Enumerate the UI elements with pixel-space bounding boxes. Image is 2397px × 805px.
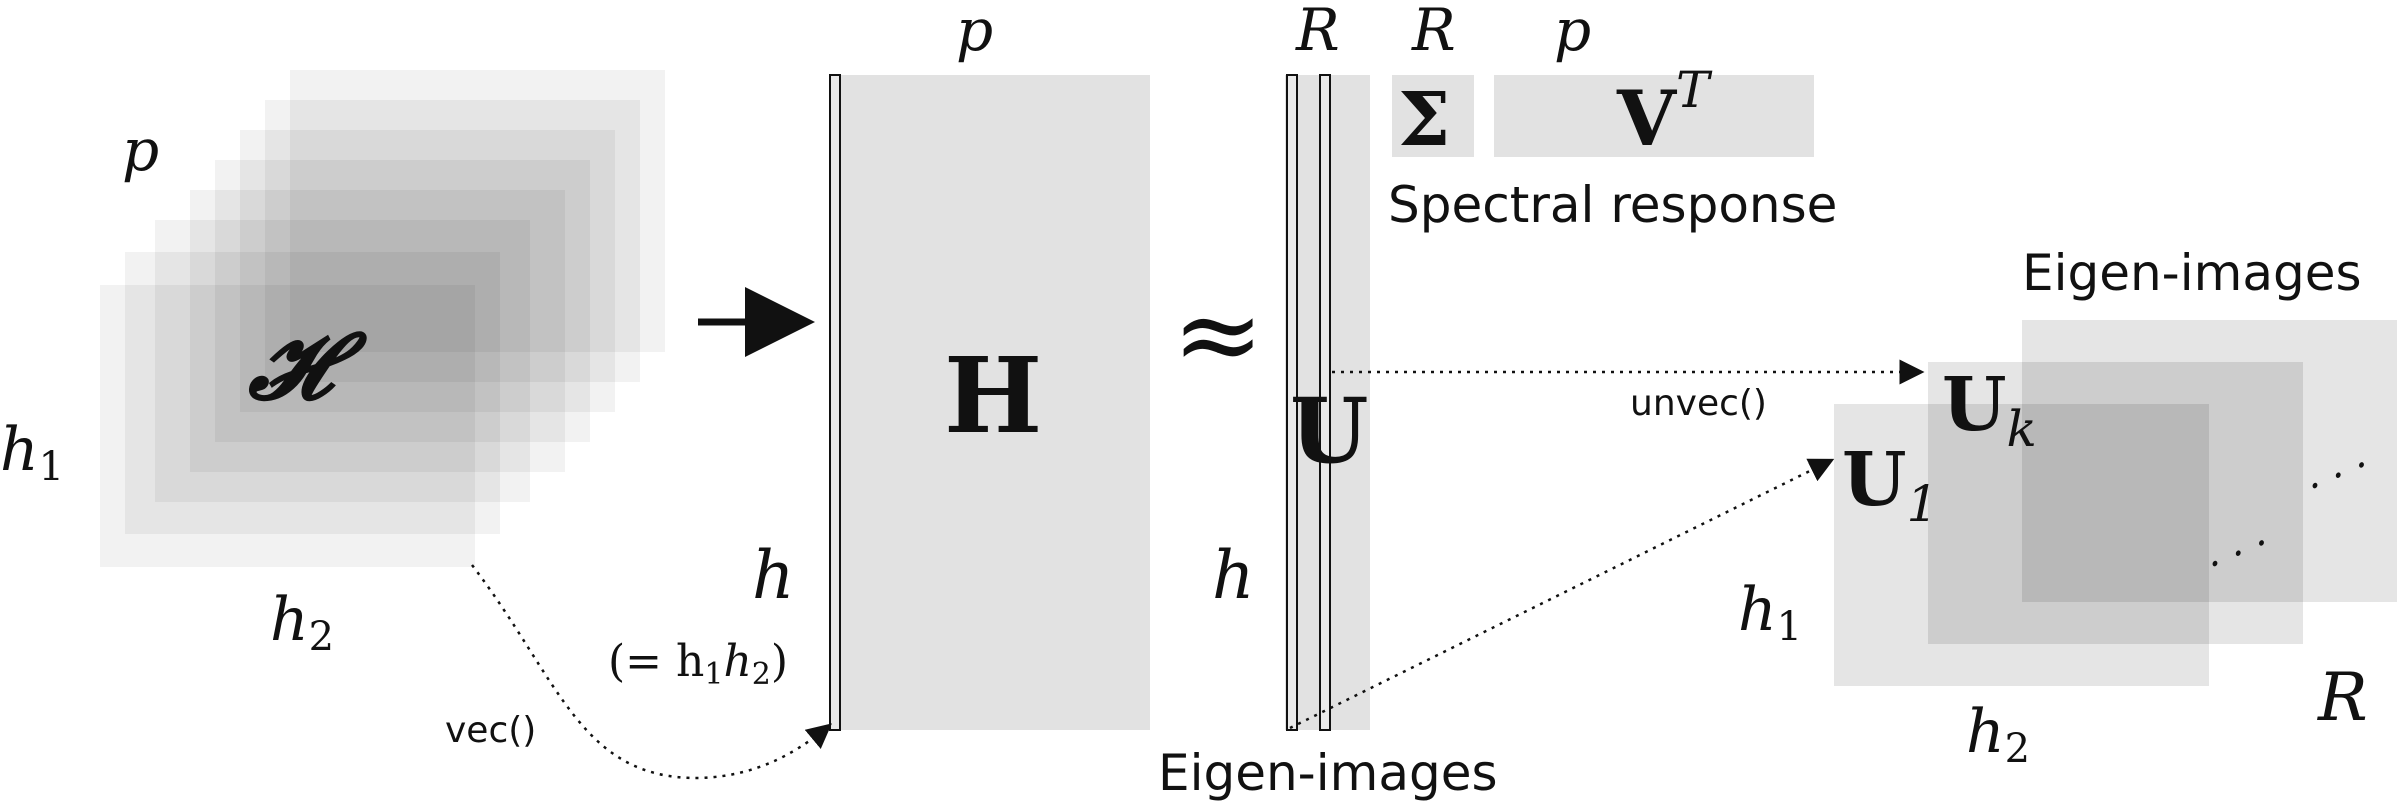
matrix-sigma-dim-r: R	[1411, 0, 1456, 64]
matrix-u-dim-h: h	[1212, 537, 1255, 614]
matrix-h-dim-h-eq: (= h1h2)	[608, 636, 788, 692]
matrix-sigma-symbol: Σ	[1398, 77, 1450, 163]
cube-layer	[100, 285, 475, 567]
matrix-u-column-k	[1319, 74, 1331, 731]
matrix-u-dim-r: R	[1295, 0, 1340, 64]
eigen-uk-label: Uk	[1942, 362, 2037, 458]
eigen-layer	[2022, 320, 2397, 602]
matrix-h-dim-h: h	[752, 537, 795, 614]
cube-dim-h1: h1	[0, 415, 64, 490]
eigen-u1-arrow	[1289, 458, 1835, 730]
eigen-dim-r: R	[2317, 659, 2368, 736]
cube-dim-p: p	[122, 116, 159, 184]
cube-layer	[290, 70, 665, 352]
eigen-layer	[1928, 362, 2303, 644]
eigen-dim-h2: h2	[1966, 697, 2030, 772]
matrix-vt-symbol: VT	[1616, 61, 1713, 163]
cube-layer	[265, 100, 640, 382]
eigen-layer	[1834, 404, 2209, 686]
matrix-vt-dim-p: p	[1554, 0, 1591, 64]
cube-layer	[215, 160, 590, 442]
approx-symbol: ≈	[1172, 270, 1264, 398]
cube-layer	[240, 130, 615, 412]
cube-layer	[155, 220, 530, 502]
matrix-h-dim-p: p	[956, 0, 993, 64]
cube-layer	[190, 190, 565, 472]
eigen-u1-label: U1	[1842, 437, 1938, 533]
matrix-u-caption: Eigen-images	[1158, 744, 1498, 802]
eigen-stack-caption: Eigen-images	[2022, 244, 2362, 302]
cube-dim-h2: h2	[270, 585, 334, 660]
hyperspectral-cube	[100, 70, 665, 567]
matrix-sigma	[1392, 75, 1474, 157]
spectral-caption: Spectral response	[1388, 176, 1837, 234]
cube-layer	[125, 252, 500, 534]
matrix-h-symbol: H	[944, 334, 1042, 457]
matrix-h-column	[829, 74, 841, 731]
matrix-vt	[1494, 75, 1814, 157]
eigen-image-stack	[1834, 320, 2397, 686]
matrix-h	[838, 75, 1150, 730]
matrix-u-symbol: U	[1290, 378, 1369, 484]
matrix-u-column-1	[1286, 74, 1298, 731]
eigen-dim-h1: h1	[1738, 575, 1802, 650]
vec-label: vec()	[445, 710, 536, 751]
unvec-label: unvec()	[1630, 383, 1767, 424]
